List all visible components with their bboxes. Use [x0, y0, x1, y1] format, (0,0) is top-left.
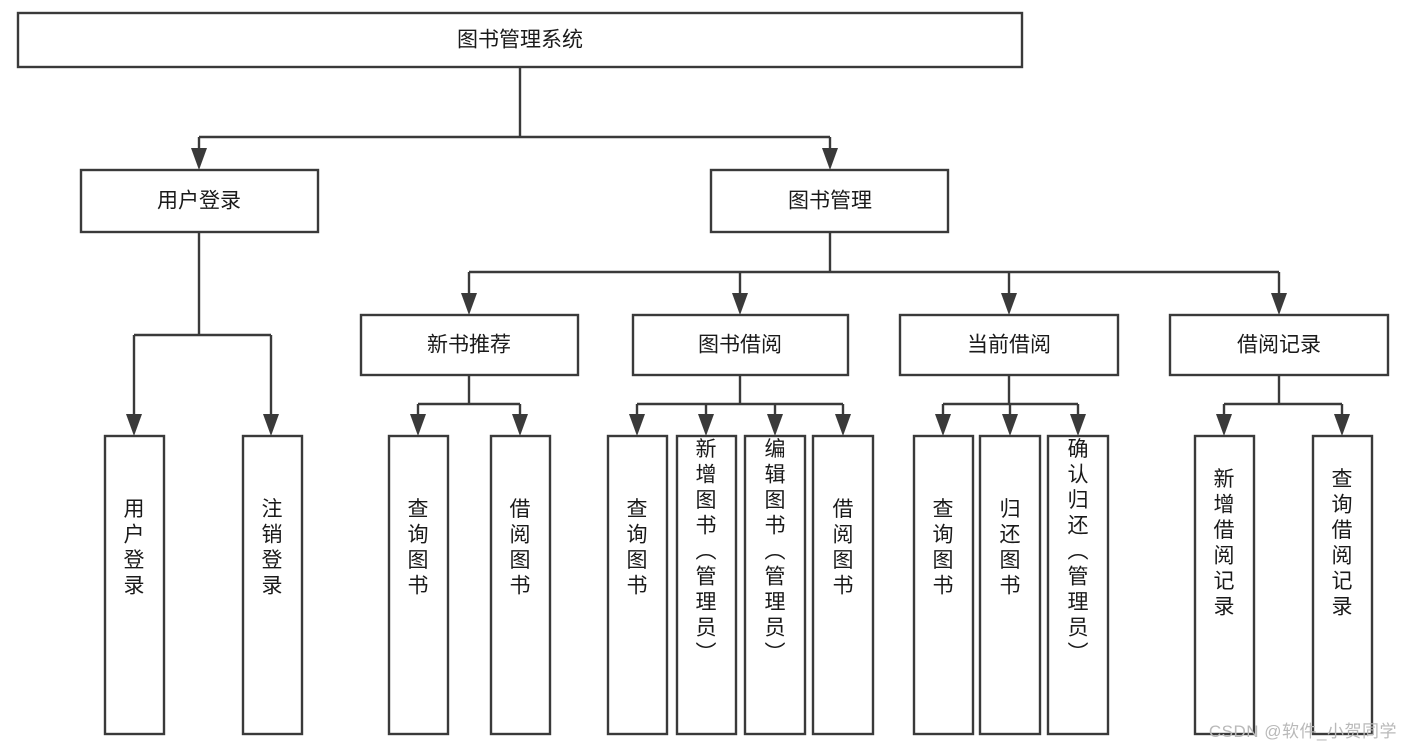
leaf-query-record-label: 查询借阅记录 — [1332, 468, 1353, 619]
book-borrow-box[interactable] — [631, 313, 850, 377]
leaf-query-book-3-box[interactable] — [912, 434, 975, 736]
arrow-head-leaf-user-login — [126, 414, 142, 436]
leaf-node-layer: 用户登录 注销登录 查询图书 借阅图书 查询图书 新增图书︵管理员︶ — [103, 434, 1374, 736]
leaf-query-book-3-label: 查询图书 — [933, 498, 954, 598]
node-current-borrow[interactable]: 当前借阅 — [898, 313, 1120, 377]
node-leaf-edit-book[interactable]: 编辑图书︵管理员︶ — [743, 434, 807, 736]
arrow-head-book-borrow — [732, 293, 748, 315]
user-login-label: 用户登录 — [157, 190, 241, 213]
node-root[interactable]: 图书管理系统 — [16, 11, 1024, 69]
user-login-box[interactable] — [79, 168, 320, 234]
leaf-logout-login-box[interactable] — [241, 434, 304, 736]
leaf-return-book-label: 归还图书 — [1000, 498, 1021, 598]
node-leaf-query-record[interactable]: 查询借阅记录 — [1311, 434, 1374, 736]
node-leaf-add-book[interactable]: 新增图书︵管理员︶ — [675, 434, 738, 736]
leaf-borrow-book-1-box[interactable] — [489, 434, 552, 736]
arrow-head-user-login — [191, 148, 207, 170]
arrow-head-leaf-query-book-2 — [629, 414, 645, 436]
arrow-head-leaf-return-book — [1002, 414, 1018, 436]
arrow-head-current-borrow — [1001, 293, 1017, 315]
leaf-query-book-1-label: 查询图书 — [408, 498, 429, 598]
leaf-query-book-1-box[interactable] — [387, 434, 450, 736]
arrow-head-leaf-borrow-book-1 — [512, 414, 528, 436]
node-leaf-user-login[interactable]: 用户登录 — [103, 434, 166, 736]
leaf-add-record-label: 新增借阅记录 — [1214, 468, 1235, 619]
csdn-watermark: CSDN @软件_小贺同学 — [1208, 722, 1397, 741]
leaf-user-login-box[interactable] — [103, 434, 166, 736]
leaf-add-record-box[interactable] — [1193, 434, 1256, 736]
arrow-head-book-management — [822, 148, 838, 170]
current-borrow-box[interactable] — [898, 313, 1120, 377]
arrow-head-leaf-add-book — [698, 414, 714, 436]
arrow-head-leaf-logout-login — [263, 414, 279, 436]
node-leaf-confirm-return[interactable]: 确认归还︵管理员︶ — [1046, 434, 1110, 736]
node-leaf-add-record[interactable]: 新增借阅记录 — [1193, 434, 1256, 736]
node-user-login[interactable]: 用户登录 — [79, 168, 320, 234]
arrow-head-leaf-query-book-3 — [935, 414, 951, 436]
leaf-query-book-2-label: 查询图书 — [627, 498, 648, 598]
leaf-query-book-2-box[interactable] — [606, 434, 669, 736]
node-book-borrow[interactable]: 图书借阅 — [631, 313, 850, 377]
leaf-user-login-label: 用户登录 — [124, 498, 145, 598]
node-leaf-return-book[interactable]: 归还图书 — [978, 434, 1042, 736]
root-box[interactable] — [16, 11, 1024, 69]
leaf-borrow-book-2-label: 借阅图书 — [833, 498, 854, 598]
node-leaf-query-book-3[interactable]: 查询图书 — [912, 434, 975, 736]
node-leaf-query-book-2[interactable]: 查询图书 — [606, 434, 669, 736]
borrow-record-label: 借阅记录 — [1237, 334, 1321, 357]
borrow-record-box[interactable] — [1168, 313, 1390, 377]
leaf-add-book-label: 新增图书︵管理员︶ — [696, 438, 717, 665]
book-management-label: 图书管理 — [788, 190, 872, 213]
node-borrow-record[interactable]: 借阅记录 — [1168, 313, 1390, 377]
arrow-head-new-book-recommend — [461, 293, 477, 315]
arrow-head-leaf-query-book-1 — [410, 414, 426, 436]
leaf-add-book-box[interactable] — [675, 434, 738, 736]
leaf-return-book-box[interactable] — [978, 434, 1042, 736]
node-book-management[interactable]: 图书管理 — [709, 168, 950, 234]
leaf-query-record-box[interactable] — [1311, 434, 1374, 736]
node-leaf-query-book-1[interactable]: 查询图书 — [387, 434, 450, 736]
leaf-confirm-return-label: 确认归还︵管理员︶ — [1068, 438, 1089, 665]
leaf-edit-book-label: 编辑图书︵管理员︶ — [765, 438, 786, 665]
leaf-borrow-book-2-box[interactable] — [811, 434, 875, 736]
arrow-head-leaf-confirm-return — [1070, 414, 1086, 436]
leaf-confirm-return-box[interactable] — [1046, 434, 1110, 736]
arrow-head-leaf-borrow-book-2 — [835, 414, 851, 436]
node-new-book-recommend[interactable]: 新书推荐 — [359, 313, 580, 377]
arrow-head-borrow-record — [1271, 293, 1287, 315]
current-borrow-label: 当前借阅 — [967, 334, 1051, 357]
node-leaf-logout-login[interactable]: 注销登录 — [241, 434, 304, 736]
new-book-recommend-box[interactable] — [359, 313, 580, 377]
node-leaf-borrow-book-2[interactable]: 借阅图书 — [811, 434, 875, 736]
arrow-head-leaf-edit-book — [767, 414, 783, 436]
book-management-box[interactable] — [709, 168, 950, 234]
book-borrow-label: 图书借阅 — [698, 334, 782, 357]
arrow-head-leaf-query-record — [1334, 414, 1350, 436]
node-leaf-borrow-book-1[interactable]: 借阅图书 — [489, 434, 552, 736]
leaf-edit-book-box[interactable] — [743, 434, 807, 736]
leaf-logout-login-label: 注销登录 — [262, 498, 283, 598]
root-label: 图书管理系统 — [457, 29, 583, 52]
new-book-recommend-label: 新书推荐 — [427, 334, 511, 357]
arrow-head-leaf-add-record — [1216, 414, 1232, 436]
leaf-borrow-book-1-label: 借阅图书 — [510, 498, 531, 598]
connector-layer — [126, 67, 1350, 436]
